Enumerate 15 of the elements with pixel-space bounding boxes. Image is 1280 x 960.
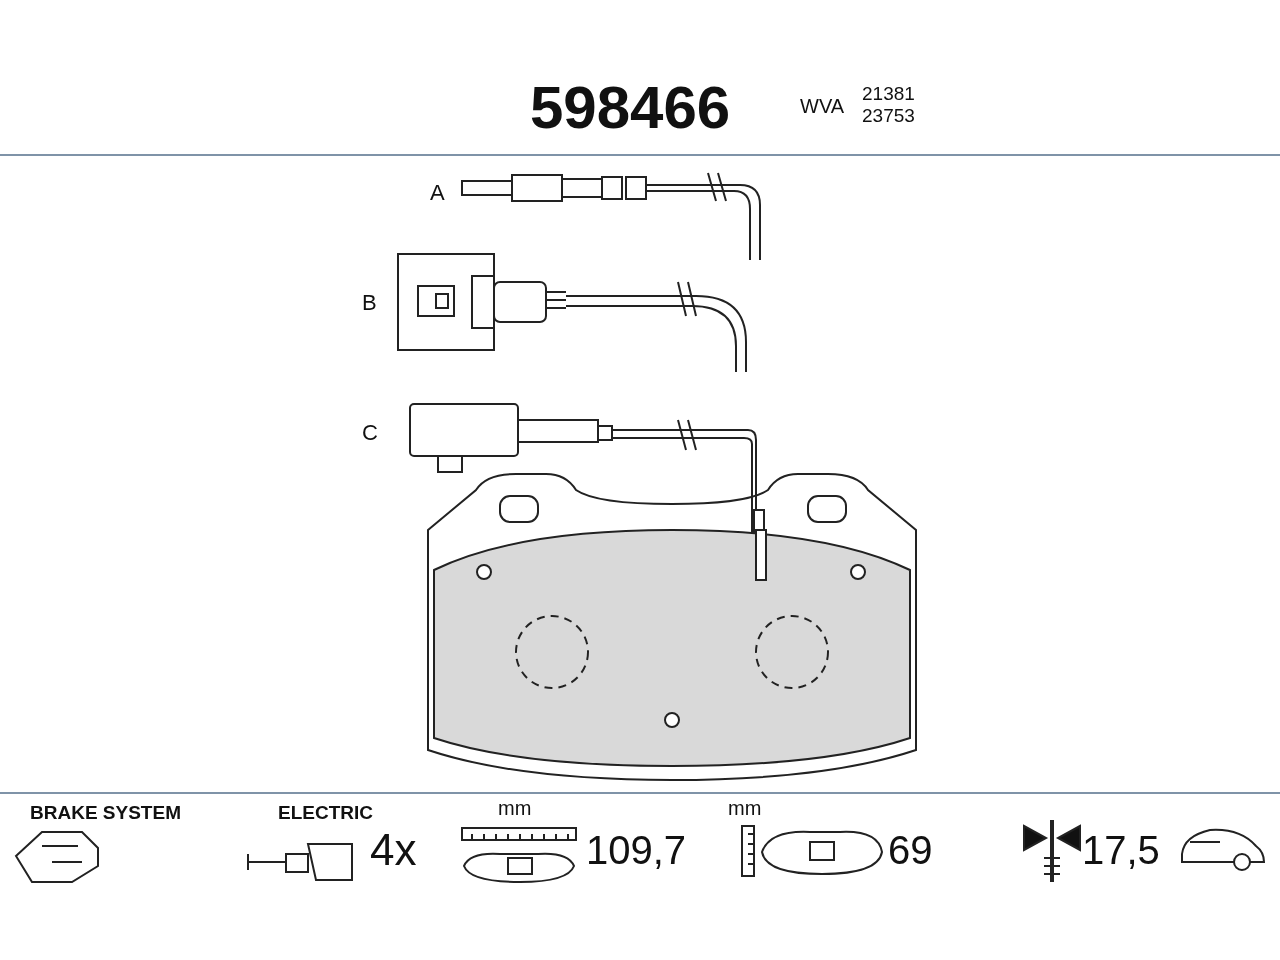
thickness-value: 17,5 <box>1082 830 1160 870</box>
spec-heading: ELECTRIC <box>278 803 373 822</box>
reference-label: WVA <box>800 96 845 116</box>
unit-label: mm <box>728 798 762 818</box>
quantity-value: 4x <box>370 828 417 872</box>
spec-heading: BRAKE SYSTEM <box>30 803 181 822</box>
unit-label: mm <box>498 798 532 818</box>
variant-letter: C <box>362 422 378 444</box>
height-value: 69 <box>888 830 933 870</box>
width-value: 109,7 <box>586 830 687 870</box>
reference-number: 21381 <box>862 84 915 103</box>
part-number: 598466 <box>530 78 731 138</box>
variant-letter: B <box>362 292 377 314</box>
variant-letter: A <box>430 182 445 204</box>
reference-number: 23753 <box>862 106 915 125</box>
